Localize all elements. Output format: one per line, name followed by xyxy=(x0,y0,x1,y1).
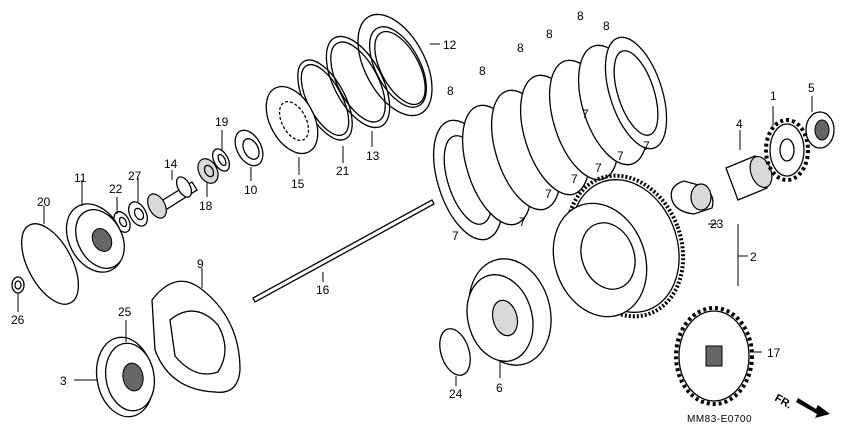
part-23-needle-bearing xyxy=(670,180,714,215)
part-15-plate xyxy=(265,85,319,155)
callout-19: 19 xyxy=(215,115,229,129)
part-11-pressure-plate xyxy=(65,203,125,273)
front-arrow-icon xyxy=(796,398,830,418)
part-19-washer xyxy=(211,148,231,172)
callout-5: 5 xyxy=(808,81,815,95)
callout-8e: 8 xyxy=(577,9,584,23)
callout-16: 16 xyxy=(316,283,330,297)
callout-12: 12 xyxy=(443,38,457,52)
callout-8c: 8 xyxy=(517,41,524,55)
diagram-code: MM83-E0700 xyxy=(687,414,752,425)
callout-17: 17 xyxy=(767,346,781,360)
callout-7a: 7 xyxy=(452,229,459,243)
part-4-collar xyxy=(725,155,773,201)
callout-4: 4 xyxy=(736,117,743,131)
callout-7d: 7 xyxy=(571,172,578,186)
part-10-bearing xyxy=(234,129,264,167)
part-26-washer xyxy=(11,276,25,294)
part-14-lifter-piece xyxy=(147,176,198,219)
callout-11: 11 xyxy=(74,171,87,185)
clutch-plate-stack xyxy=(432,36,668,241)
callout-8b: 8 xyxy=(479,64,486,78)
callout-26: 26 xyxy=(11,313,25,327)
callout-20: 20 xyxy=(37,195,51,209)
callout-24: 24 xyxy=(449,387,463,401)
callout-8a: 8 xyxy=(447,84,454,98)
callout-1: 1 xyxy=(770,89,777,103)
callout-18: 18 xyxy=(199,199,213,213)
part-1-sprocket xyxy=(764,118,810,182)
callout-8f: 8 xyxy=(603,19,610,33)
part-17-gear xyxy=(674,306,754,406)
callout-6: 6 xyxy=(496,381,503,395)
callout-27: 27 xyxy=(128,169,142,183)
direction-label: FR. xyxy=(773,392,794,411)
part-18-nut xyxy=(197,158,219,184)
leader-lines xyxy=(17,43,813,386)
callout-13: 13 xyxy=(366,149,380,163)
part-20-snap-ring xyxy=(20,223,80,305)
callout-15: 15 xyxy=(291,177,305,191)
part-3-plate xyxy=(95,336,156,418)
callout-7c: 7 xyxy=(545,187,552,201)
callout-7e: 7 xyxy=(595,161,602,175)
callout-7h: 7 xyxy=(582,107,589,121)
callout-21: 21 xyxy=(336,164,350,178)
callout-2: 2 xyxy=(750,250,757,264)
callout-25: 25 xyxy=(118,305,132,319)
callout-9: 9 xyxy=(197,257,204,271)
part-5-seal xyxy=(805,111,835,149)
callout-14: 14 xyxy=(164,157,178,171)
part-9-cover xyxy=(151,280,241,393)
part-24-snap-ring xyxy=(439,328,471,376)
callout-7b: 7 xyxy=(519,215,526,229)
callout-10: 10 xyxy=(244,183,258,197)
part-16-push-rod xyxy=(252,199,435,303)
callout-7f: 7 xyxy=(617,149,624,163)
callout-8d: 8 xyxy=(546,27,553,41)
callout-3: 3 xyxy=(60,374,67,388)
part-27-bearing xyxy=(128,201,148,227)
part-12-clutch-ring xyxy=(357,13,433,117)
callout-7g: 7 xyxy=(643,139,650,153)
callout-22: 22 xyxy=(109,182,123,196)
part-2-clutch-outer xyxy=(552,173,686,319)
part-6-clutch-center xyxy=(466,258,552,366)
callout-23: 23 xyxy=(710,217,724,231)
